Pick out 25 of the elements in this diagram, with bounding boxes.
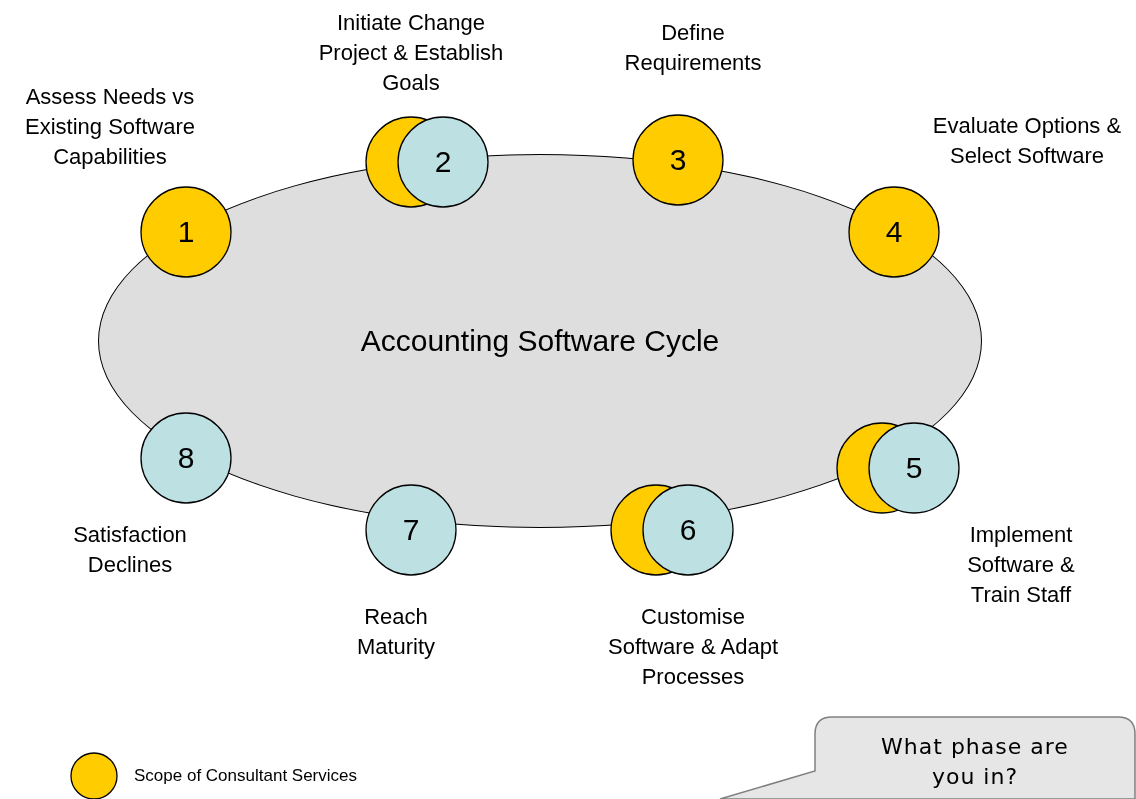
phase-label: Evaluate Options & Select Software — [931, 112, 1123, 170]
phase-circle — [632, 114, 724, 206]
phase-number: 3 — [669, 143, 687, 177]
cycle-title: Accounting Software Cycle — [360, 324, 720, 358]
phase-number: 4 — [885, 215, 903, 249]
phase-number: 7 — [402, 513, 420, 547]
phase-label: Reach Maturity — [355, 603, 437, 661]
phase-number: 1 — [177, 215, 195, 249]
phase-label: Initiate Change Project & Establish Goals — [317, 9, 505, 97]
phase-label: Assess Needs vs Existing Software Capabilities — [24, 83, 196, 171]
phase-number: 5 — [905, 451, 923, 485]
phase-number: 2 — [434, 145, 452, 179]
phase-label: Satisfaction Declines — [72, 521, 188, 579]
legend-label: Scope of Consultant Services — [134, 766, 357, 786]
phase-label: Customise Software & Adapt Processes — [607, 603, 779, 691]
phase-label: Implement Software & Train Staff — [966, 521, 1076, 609]
phase-circle — [365, 116, 489, 208]
phase-number: 8 — [177, 441, 195, 475]
phase-circle — [365, 484, 457, 576]
speech-text: What phase are you in? — [880, 733, 1070, 791]
phase-circle — [610, 484, 734, 576]
speech-bubble — [718, 716, 1136, 799]
phase-label: Define Requirements — [623, 19, 763, 77]
phase-circle — [836, 422, 960, 514]
phase-number: 6 — [679, 513, 697, 547]
